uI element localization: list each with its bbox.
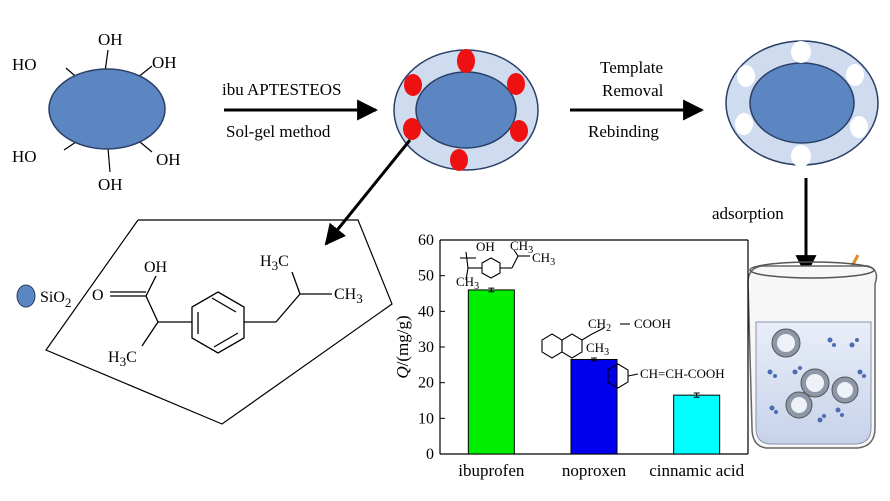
binding-cavity	[735, 113, 753, 135]
rebinding-label: Rebinding	[588, 122, 659, 141]
y-tick-label: 50	[418, 268, 434, 285]
y-tick-label: 20	[418, 375, 434, 392]
adsorption-bar-chart: 0 10 20 30 40 50 60 ibuprofen noproxen cinnamic …	[393, 232, 749, 480]
sio2-legend: SiO2	[16, 284, 71, 310]
template-label: Template	[600, 58, 663, 77]
template-molecule	[510, 120, 528, 142]
oh-group-label: OH	[144, 259, 168, 276]
inset-ch3-label: CH3	[586, 340, 609, 358]
naproxen-inset-labels: CH2 COOH CH3	[586, 316, 671, 358]
oh-label: HO	[12, 55, 37, 74]
cinnamic-inset-labels: CH=CH-COOH	[640, 366, 725, 381]
synthesis-arrow: ibu APTESTEOS Sol-gel method	[222, 80, 379, 141]
inset-ch3-label: CH3	[532, 250, 555, 268]
error-bar	[591, 357, 597, 362]
beaker	[747, 254, 878, 449]
template-molecule	[404, 74, 422, 96]
mip-particle-with-cavities	[725, 40, 879, 167]
oh-label: OH	[98, 175, 123, 194]
oh-label: OH	[98, 30, 123, 49]
adsorption-label: adsorption	[712, 204, 784, 223]
template-molecule	[450, 149, 468, 171]
sio2-swatch	[16, 284, 36, 308]
x-category-label: cinnamic acid	[649, 461, 744, 480]
inset-cooh-label: COOH	[634, 316, 671, 331]
synthesis-reagents-label: ibu APTESTEOS	[222, 80, 342, 99]
x-category-label: noproxen	[562, 461, 627, 480]
binding-cavity	[737, 65, 755, 87]
y-tick-label: 0	[426, 446, 434, 463]
ibuprofen-labels: OH O H3C CH3 H3C	[92, 253, 363, 369]
y-axis-label: Q/(mg/g)	[393, 315, 412, 378]
h3c-bottom-label: H3C	[108, 349, 137, 369]
template-molecule	[507, 73, 525, 95]
y-tick-label: 30	[418, 339, 434, 356]
imprinted-particle	[393, 49, 539, 171]
oh-label: HO	[12, 147, 37, 166]
template-molecule	[457, 49, 475, 73]
silica-core-with-hydroxyls: OH HO OH HO OH OH	[12, 30, 181, 194]
inset-oh-label: OH	[476, 239, 495, 254]
silica-core	[48, 68, 166, 150]
bar-ibuprofen	[467, 289, 515, 455]
inset-cinnamic-chain-label: CH=CH-COOH	[640, 366, 725, 381]
binding-cavity	[850, 116, 868, 138]
ibuprofen-structure	[110, 271, 332, 354]
naproxen-inset-structure	[541, 323, 630, 359]
binding-cavity	[791, 145, 811, 167]
template-removal-arrow: Template Removal Rebinding	[570, 58, 705, 141]
error-bar	[488, 287, 495, 293]
inset-ch3-label: CH3	[456, 274, 479, 292]
cinnamic-inset-structure	[607, 363, 639, 389]
bar-cinnamic-acid	[673, 394, 721, 455]
inset-ch2-label: CH2	[588, 316, 611, 334]
y-tick-label: 10	[418, 410, 434, 427]
ibuprofen-inset-labels: OH CH3 CH3 CH3	[456, 238, 555, 292]
removal-label: Removal	[602, 81, 664, 100]
bar-noproxen	[570, 358, 618, 455]
x-category-label: ibuprofen	[458, 461, 525, 480]
adsorption-arrow: adsorption	[712, 178, 817, 277]
template-molecule	[403, 118, 421, 140]
oh-label: OH	[156, 150, 181, 169]
y-tick-label: 60	[418, 232, 434, 249]
inset-ch3-label: CH3	[510, 238, 533, 256]
ibuprofen-inset-structure	[460, 249, 530, 281]
h3c-top-label: H3C	[260, 253, 289, 273]
carbonyl-oxygen-label: O	[92, 287, 104, 304]
ch3-right-label: CH3	[334, 286, 363, 306]
synthesis-method-label: Sol-gel method	[226, 122, 331, 141]
binding-cavity	[791, 41, 811, 63]
error-bar	[693, 392, 700, 398]
sio2-label: SiO2	[40, 289, 71, 310]
analyte-molecules	[767, 337, 866, 423]
binding-cavity	[846, 64, 864, 86]
y-tick-label: 40	[418, 303, 434, 320]
zoom-callout	[45, 139, 412, 425]
oh-label: OH	[152, 53, 177, 72]
